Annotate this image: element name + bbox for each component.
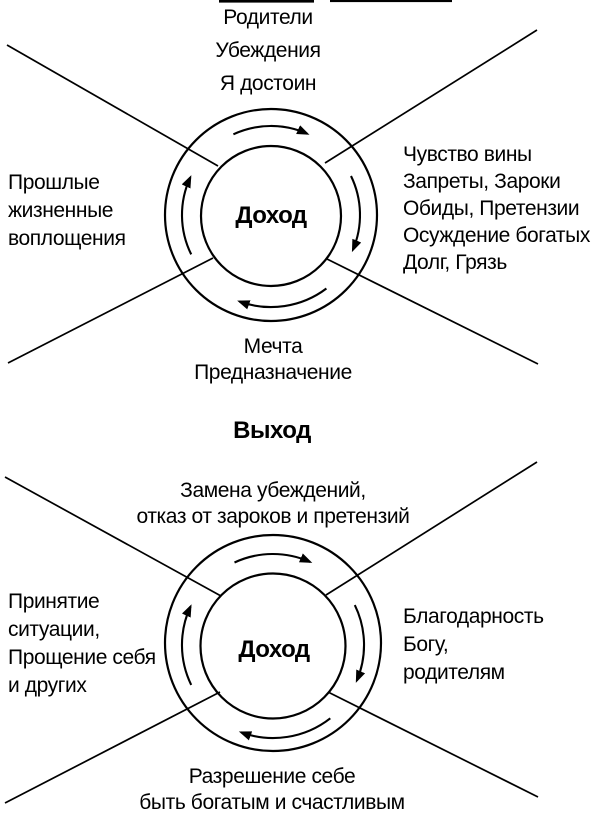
- top-label-parents-beliefs: Родители Убеждения Я достоин: [68, 1, 468, 100]
- clockwise-arrow-left-icon: [180, 175, 193, 255]
- clockwise-arrow-right-icon: [353, 604, 366, 683]
- income-center-label: Доход: [238, 636, 310, 663]
- label-line: Благодарность: [403, 605, 544, 628]
- bottom-label-dream-purpose: Мечта Предназначение: [73, 334, 473, 386]
- label-line: родителям: [403, 661, 505, 684]
- diagonal-line-bottom-left: [7, 257, 214, 364]
- label-line: Мечта: [243, 335, 303, 358]
- cropped-text-artifact-left: [219, 0, 314, 3]
- income-cycle-diagram-problems: [6, 29, 539, 365]
- label-line: Прошлые: [8, 171, 100, 194]
- clockwise-arrow-bottom-icon: [238, 717, 331, 741]
- label-line: воплощения: [8, 227, 126, 250]
- bottom-label-permission-to-be-rich: Разрешение себе быть богатым и счастливы…: [72, 764, 472, 816]
- diagonal-line-bottom-right: [327, 691, 539, 798]
- clockwise-arrow-left-icon: [180, 604, 193, 686]
- diagonal-line-top-right: [325, 461, 538, 596]
- cropped-text-artifact: [219, 0, 452, 3]
- label-line: Убеждения: [215, 39, 321, 62]
- label-line: Замена убеждений,: [180, 479, 366, 502]
- top-label-replace-beliefs: Замена убеждений, отказ от зароков и пре…: [73, 478, 473, 530]
- label-line: Запреты, Зароки: [403, 170, 561, 193]
- label-line: Я достоин: [219, 72, 317, 95]
- inner-circle: [199, 572, 347, 720]
- label-line: жизненные: [8, 199, 114, 222]
- left-label-past-lives: Прошлые жизненные воплощения: [8, 169, 126, 253]
- clockwise-arrow-top-icon: [234, 552, 313, 564]
- diagonal-line-top-right: [324, 29, 538, 164]
- clockwise-arrow-bottom-icon: [237, 287, 328, 310]
- label-line: отказ от зароков и претензий: [136, 505, 410, 528]
- diagonal-line-top-left: [6, 44, 219, 167]
- diagonal-line-bottom-left: [4, 691, 221, 804]
- diagonal-line-top-left: [4, 476, 222, 597]
- label-line: Разрешение себе: [188, 765, 356, 788]
- label-line: Чувство вины: [403, 143, 532, 166]
- cropped-text-artifact-right: [330, 0, 452, 3]
- section-heading-exit: Выход: [233, 417, 311, 444]
- label-line: Долг, Грязь: [403, 251, 507, 274]
- label-line: Богу,: [403, 633, 449, 656]
- left-label-acceptance-forgiveness: Принятие ситуации, Прощение себя и други…: [8, 588, 156, 700]
- clockwise-arrow-right-icon: [350, 175, 362, 253]
- label-line: быть богатым и счастливым: [139, 791, 405, 814]
- label-line: Прощение себя: [8, 646, 156, 669]
- label-line: и других: [8, 674, 87, 697]
- label-line: Осуждение богатых: [403, 224, 590, 247]
- label-line: Принятие: [8, 590, 100, 613]
- right-label-guilt-blocks: Чувство вины Запреты, Зароки Обиды, Прет…: [403, 141, 590, 276]
- label-line: Родители: [223, 6, 313, 29]
- label-line: Предназначение: [194, 361, 352, 384]
- label-line: ситуации,: [8, 618, 100, 641]
- right-label-gratitude: Благодарность Богу, родителям: [403, 603, 544, 687]
- outer-ring-circle: [163, 533, 383, 753]
- outer-ring-circle: [163, 107, 379, 323]
- diagonal-line-bottom-right: [326, 258, 539, 365]
- income-center-label: Доход: [235, 202, 307, 229]
- income-cycle-diagram-solutions: [4, 461, 539, 804]
- label-line: Обиды, Претензии: [403, 197, 580, 220]
- inner-circle: [199, 144, 343, 288]
- clockwise-arrow-top-icon: [232, 124, 310, 136]
